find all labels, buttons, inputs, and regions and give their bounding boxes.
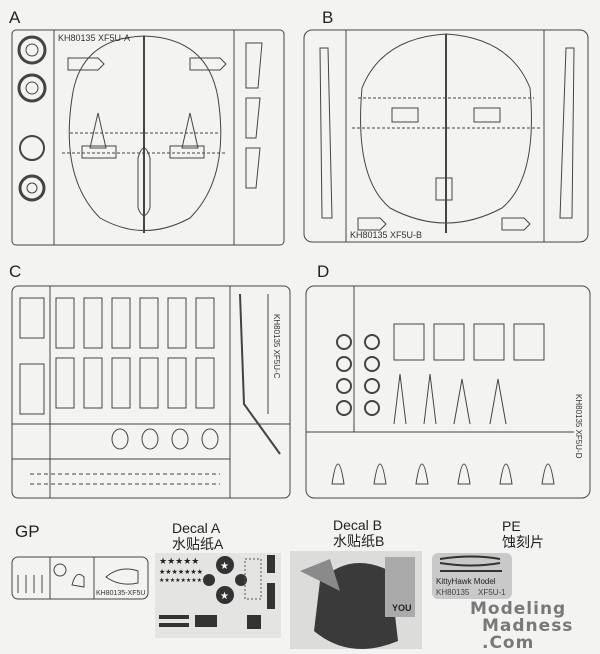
sprue-a-code: KH80135 XF5U-A: [58, 33, 130, 43]
sprue-b-diagram: KH80135 XF5U-B: [303, 29, 589, 243]
sprue-gp-code: KH80135-XF5U: [96, 590, 145, 597]
decal-a-sheet: ★★★★★★★★★★★★★★★★★★★★★ ★★: [155, 553, 281, 638]
pe-title-cn: 蚀刻片: [502, 534, 544, 551]
sprue-b-label: B: [322, 8, 334, 27]
svg-text:★: ★: [220, 591, 229, 602]
pe-model: XF5U-1: [478, 588, 506, 597]
decal-b-sheet: YOU: [290, 551, 422, 649]
pe-fret: KittyHawk Model KH80135 XF5U-1: [432, 553, 512, 599]
svg-text:★★★★★★★: ★★★★★★★: [159, 568, 203, 576]
pe-code: KH80135: [436, 588, 470, 597]
sprue-c-label: C: [9, 262, 22, 281]
sprue-d-diagram: KH80135 XF5U-D: [305, 285, 591, 499]
watermark-line1: Modeling: [470, 599, 567, 619]
sprue-a-label: A: [9, 8, 21, 27]
decal-a-title: Decal A: [172, 520, 221, 536]
sprue-d-code: KH80135 XF5U-D: [574, 394, 583, 459]
svg-text:★: ★: [220, 561, 229, 572]
sprue-d-label: D: [317, 262, 330, 281]
sprue-b-code: KH80135 XF5U-B: [350, 230, 422, 240]
pe-brand: KittyHawk Model: [436, 577, 496, 586]
decal-b-poster-text: YOU: [392, 603, 412, 613]
sprue-gp-label: GP: [15, 522, 40, 541]
svg-text:★★★★★★★★★: ★★★★★★★★★: [159, 577, 207, 584]
pe-title: PE: [502, 518, 521, 534]
decal-b-title-cn: 水贴纸B: [333, 533, 385, 550]
svg-text:★★★★★: ★★★★★: [159, 556, 199, 566]
watermark-line2: Madness: [482, 616, 574, 636]
sprue-a-diagram: KH80135 XF5U-A: [11, 29, 285, 246]
decal-b-title: Decal B: [333, 517, 383, 533]
sprue-c-diagram: KH80135 XF5U-C: [11, 285, 291, 499]
decal-a-title-cn: 水贴纸A: [172, 536, 224, 553]
sprue-c-code: KH80135 XF5U-C: [272, 314, 281, 379]
watermark-line3: .Com: [482, 633, 535, 653]
sprue-gp-diagram: KH80135-XF5U: [11, 556, 149, 600]
